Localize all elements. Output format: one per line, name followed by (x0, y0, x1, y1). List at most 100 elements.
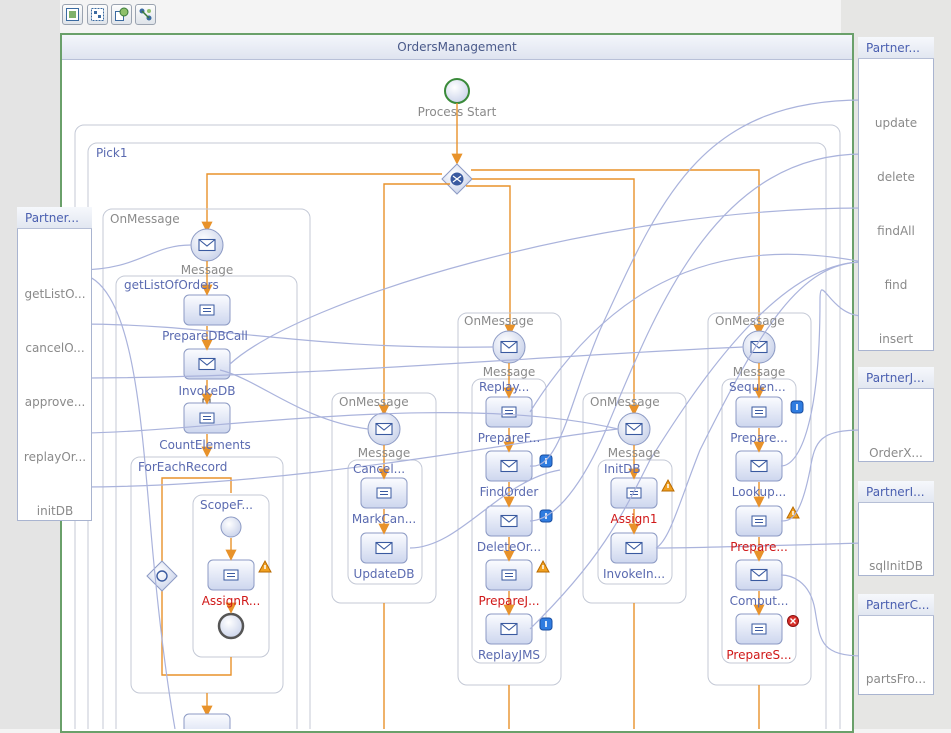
envelope-flap (500, 341, 518, 349)
branch1-message-label: Message (180, 263, 234, 277)
right-partner-box[interactable] (858, 37, 934, 351)
envelope-icon (625, 541, 643, 555)
envelope-icon (625, 422, 643, 436)
process-start-label: Process Start (417, 105, 497, 119)
right-partner-title: Partner... (858, 37, 934, 59)
branch5-message[interactable] (742, 330, 776, 364)
branch5-activity[interactable] (735, 559, 783, 591)
warning-icon (536, 559, 550, 573)
expand-all-icon[interactable] (62, 4, 83, 25)
branch1-scope-activity[interactable] (207, 559, 255, 591)
assign-lines (755, 519, 763, 523)
partner-link (780, 289, 864, 467)
partner-link (219, 369, 369, 430)
envelope-flap (500, 460, 518, 468)
left-partner-box[interactable] (17, 207, 92, 521)
assign-icon (751, 623, 767, 635)
envelope-flap (500, 515, 518, 523)
warning-icon (661, 478, 675, 492)
branch5-activity[interactable] (735, 613, 783, 645)
sequence-container (597, 459, 673, 585)
branch2-activity-label: MarkCan... (351, 512, 417, 526)
process-start-node[interactable] (444, 78, 470, 104)
partner-link (655, 261, 864, 549)
scope-start-node[interactable] (220, 516, 242, 538)
branch2-sequence-label: Cancel... (353, 462, 406, 476)
branch1-scope-label: ScopeF... (200, 498, 253, 512)
envelope-icon (500, 459, 518, 473)
envelope-icon (500, 340, 518, 354)
show-partners-icon[interactable] (111, 4, 132, 25)
right-partner-operation-label: findAll (877, 224, 915, 238)
envelope-flap (750, 460, 768, 468)
loop-diamond[interactable] (146, 560, 178, 592)
assign-icon (626, 487, 642, 499)
branch1-activity[interactable] (183, 348, 231, 380)
partner-link (77, 272, 176, 729)
assign-icon (199, 412, 215, 424)
branch1-message[interactable] (190, 228, 224, 262)
branch1-activity[interactable] (183, 402, 231, 434)
branch3-activity[interactable] (485, 450, 533, 482)
branch5-activity[interactable] (735, 396, 783, 428)
right-partner-operation-label: find (884, 278, 908, 292)
branch4-sequence-label: InitDB (604, 462, 641, 476)
partner-link (529, 253, 864, 413)
left-partner-operation-label: cancelO... (25, 341, 85, 355)
branch1-activity[interactable] (183, 294, 231, 326)
scope-end-node[interactable] (217, 612, 245, 640)
branch3-activity[interactable] (485, 559, 533, 591)
branch3-sequence-label: Replay... (479, 380, 530, 394)
partner-link (77, 323, 494, 348)
branch3-activity[interactable] (485, 505, 533, 537)
partner-link (529, 99, 864, 467)
pick-label: Pick1 (96, 146, 128, 160)
branch5-onmessage-label: OnMessage (715, 314, 785, 328)
envelope-flap (375, 542, 393, 550)
envelope-icon (500, 514, 518, 528)
collapse-all-icon[interactable] (87, 4, 108, 25)
onmessage-container (102, 208, 311, 729)
branch3-activity-label: ReplayJMS (477, 648, 541, 662)
sequence-flow (471, 169, 760, 332)
envelope-icon (198, 238, 216, 252)
branch3-activity[interactable] (485, 396, 533, 428)
branch5-activity-label: Prepare... (730, 540, 788, 554)
branch2-message[interactable] (367, 412, 401, 446)
branch5-activity[interactable] (735, 450, 783, 482)
envelope-flap (750, 569, 768, 577)
branch2-activity[interactable] (360, 477, 408, 509)
partner-link (529, 261, 864, 630)
envelope-flap (500, 623, 518, 631)
branch4-message[interactable] (617, 412, 651, 446)
loop-gateway[interactable] (146, 560, 178, 592)
branch5-activity-label: Lookup... (731, 485, 787, 499)
branch1-next-activity[interactable] (183, 713, 231, 729)
right-partner-operation-label: partsFro... (865, 672, 927, 686)
branch3-message[interactable] (492, 330, 526, 364)
pick-gateway[interactable] (441, 163, 473, 195)
partner-link (780, 574, 864, 657)
assign-lines (203, 308, 211, 312)
branch5-activity-label: Comput... (729, 594, 789, 608)
branch4-activity-label: InvokeIn... (602, 567, 666, 581)
assign-icon (223, 569, 239, 581)
left-partner-operation-label: getListO... (24, 287, 86, 301)
branch2-activity[interactable] (360, 532, 408, 564)
branch4-activity[interactable] (610, 477, 658, 509)
right-partner-operation-label: delete (877, 170, 915, 184)
error-cross (790, 618, 796, 624)
loop-icon (156, 570, 168, 582)
branch1-sequence-label: getListOfOrders (124, 278, 219, 292)
sequence-flow (466, 185, 511, 332)
auto-layout-icon[interactable] (135, 4, 156, 25)
branch4-activity[interactable] (610, 532, 658, 564)
branch2-onmessage-label: OnMessage (339, 395, 409, 409)
assign-lines (505, 410, 513, 414)
process-title: OrdersManagement (62, 35, 852, 60)
branch1-foreach-label: ForEachRecord (138, 460, 228, 474)
branch5-activity[interactable] (735, 505, 783, 537)
branch3-activity[interactable] (485, 613, 533, 645)
assign-lines (755, 410, 763, 414)
envelope-icon (375, 541, 393, 555)
